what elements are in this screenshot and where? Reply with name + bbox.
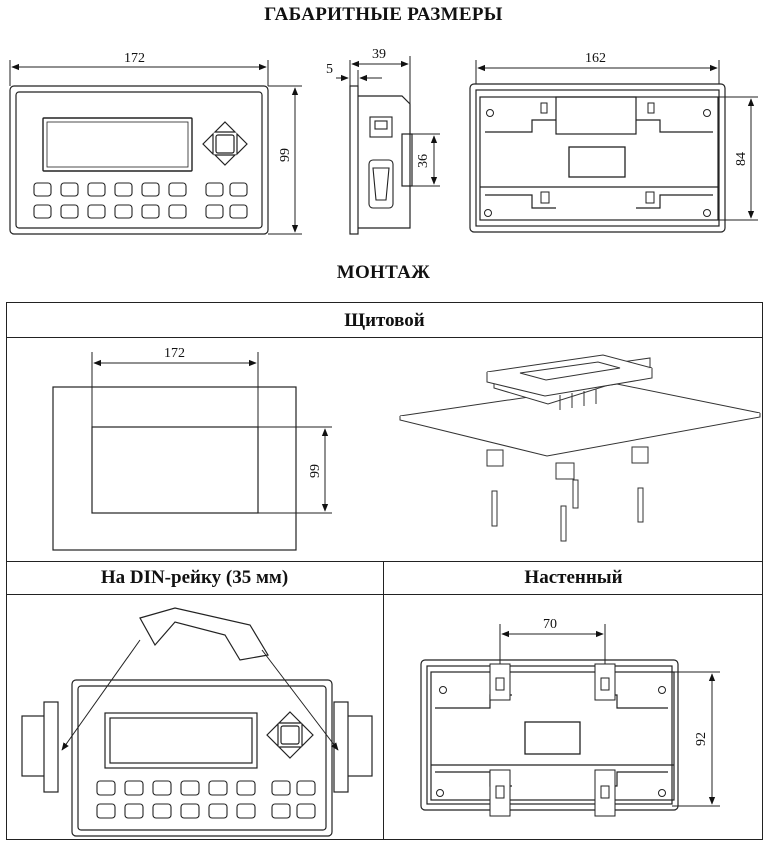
- wall-dimension-lines: [499, 624, 720, 807]
- front-height-label: 99: [278, 148, 293, 162]
- din-arrow-pad-icon: [266, 711, 314, 759]
- panel-iso-drawing: [399, 354, 761, 457]
- cutout-dimension-lines: [91, 352, 332, 514]
- cutout-width-label: 172: [164, 346, 185, 361]
- keypad-buttons: [33, 182, 248, 219]
- din-arrows: [61, 639, 339, 751]
- din-keypad-buttons: [96, 780, 316, 819]
- mounting-heading: МОНТАЖ: [336, 262, 431, 283]
- back-dimension-lines: [475, 60, 758, 221]
- wall-mount-drawing: [420, 659, 679, 811]
- din-clip-icon: [486, 446, 649, 542]
- panel-mount-title: Щитовой: [344, 310, 425, 331]
- front-dimension-lines: [9, 60, 302, 235]
- back-height-label: 84: [734, 152, 749, 166]
- lower-title-row: [6, 561, 763, 595]
- back-width-label: 162: [585, 51, 606, 66]
- panel-title-row: [6, 302, 763, 338]
- column-divider: [383, 561, 384, 840]
- side-connector-label: 36: [416, 154, 431, 168]
- db9-connector-icon: [368, 159, 394, 209]
- wall-mount-title: Настенный: [524, 567, 623, 588]
- panel-cutout-drawing: [52, 386, 297, 551]
- wall-screw-icon: [436, 663, 666, 817]
- screw-icon: [484, 102, 711, 217]
- wall-spacing-label: 70: [543, 617, 557, 632]
- din-rail-drawing: [21, 607, 373, 837]
- arrow-pad-icon: [202, 121, 248, 166]
- cutout-height-label: 99: [308, 464, 323, 478]
- din-mount-title: На DIN-рейку (35 мм): [100, 567, 289, 588]
- back-view: [469, 83, 726, 233]
- wall-height-label: 92: [694, 732, 709, 746]
- side-port-icon: [369, 116, 393, 138]
- front-view: [9, 85, 269, 235]
- overall-dimensions-heading: ГАБАРИТНЫЕ РАЗМЕРЫ: [264, 4, 503, 25]
- side-bezel-label: 5: [326, 62, 333, 77]
- side-depth-label: 39: [372, 47, 386, 62]
- side-dimension-lines: [336, 56, 440, 187]
- front-width-label: 172: [124, 51, 145, 66]
